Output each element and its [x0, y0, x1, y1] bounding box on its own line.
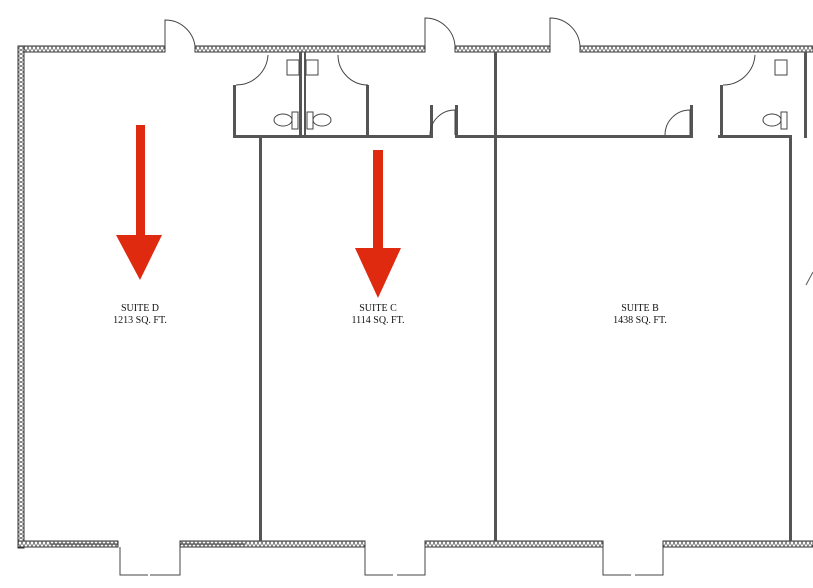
suite-name: SUITE D	[120, 303, 160, 314]
arrow-suite-c	[355, 150, 401, 298]
suite-b-label: SUITE B 1438 SQ. FT.	[580, 303, 700, 327]
suite-c-label: SUITE C 1114 SQ. FT.	[318, 303, 438, 327]
suite-name: SUITE B	[621, 303, 659, 314]
arrow-suite-d	[116, 125, 162, 280]
suite-name: SUITE C	[359, 303, 397, 314]
exterior-walls	[17, 45, 813, 549]
suite-area: 1213 SQ. FT.	[113, 315, 167, 326]
suite-area: 1438 SQ. FT.	[613, 315, 667, 326]
suite-area: 1114 SQ. FT.	[351, 315, 405, 326]
fixtures	[273, 59, 788, 130]
door-swings	[119, 17, 756, 576]
red-arrows	[116, 125, 401, 298]
suite-d-label: SUITE D 1213 SQ. FT.	[80, 303, 200, 327]
interior-walls	[233, 52, 807, 541]
